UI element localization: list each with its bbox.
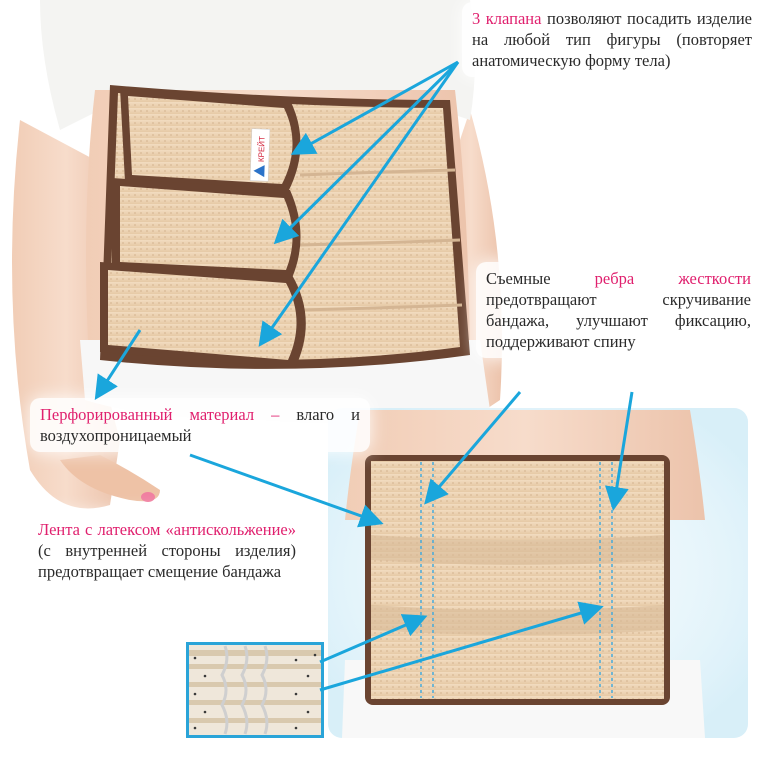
back-view-inset bbox=[328, 408, 748, 738]
callout-ribs-text: предотвращают скручивание бандажа, улучш… bbox=[486, 290, 751, 351]
callout-ribs-highlight: ребра жесткости bbox=[594, 269, 751, 288]
logo-text: КРЕЙТ bbox=[257, 136, 267, 162]
callout-tape: Лента с латексом «антискольжение» (с вну… bbox=[28, 513, 306, 588]
callout-tape-highlight: Лента с латексом «антискольжение» bbox=[38, 520, 296, 539]
callout-valves-text: позволяют посадить изделие на любой тип … bbox=[472, 9, 752, 70]
latex-tape-swatch bbox=[186, 642, 324, 738]
callout-ribs: Съемные ребра жесткости предотвращают ск… bbox=[476, 262, 761, 358]
callout-valves: 3 клапана позволяют посадить изделие на … bbox=[462, 2, 762, 77]
callout-tape-text: (с внутренней стороны изделия) предотвра… bbox=[38, 541, 296, 581]
callout-material: Перфорированный материал – влаго и возду… bbox=[30, 398, 370, 452]
callout-valves-highlight: 3 клапана bbox=[472, 9, 542, 28]
callout-material-text: влаго и воздухопроницаемый bbox=[40, 405, 360, 445]
callout-ribs-prefix: Съемные bbox=[486, 269, 595, 288]
callout-material-highlight: Перфорированный материал – bbox=[40, 405, 280, 424]
